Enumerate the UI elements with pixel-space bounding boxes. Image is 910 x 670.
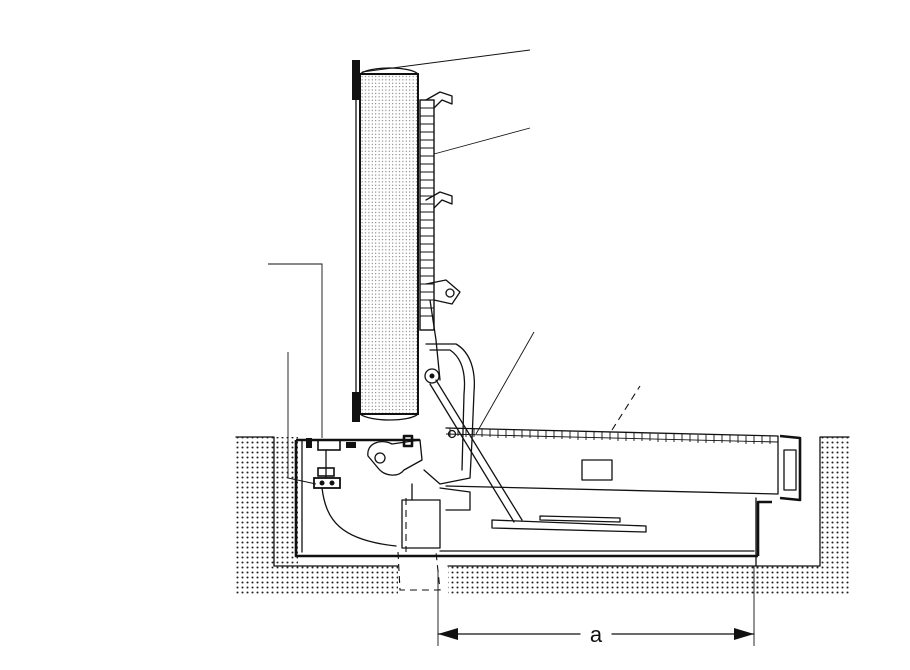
- dimension-label: a: [590, 622, 603, 647]
- hinge-rail: [419, 91, 461, 381]
- leader-lines: [268, 49, 535, 485]
- deck-plate: [439, 427, 802, 511]
- door-panel: [352, 60, 419, 422]
- hinge-mechanism: [367, 343, 523, 549]
- base-plate: [491, 515, 647, 533]
- concrete-pit: [235, 436, 850, 596]
- dimension-a: a: [437, 566, 755, 647]
- pit-frame: [294, 438, 772, 558]
- buffer-assembly: [306, 438, 401, 547]
